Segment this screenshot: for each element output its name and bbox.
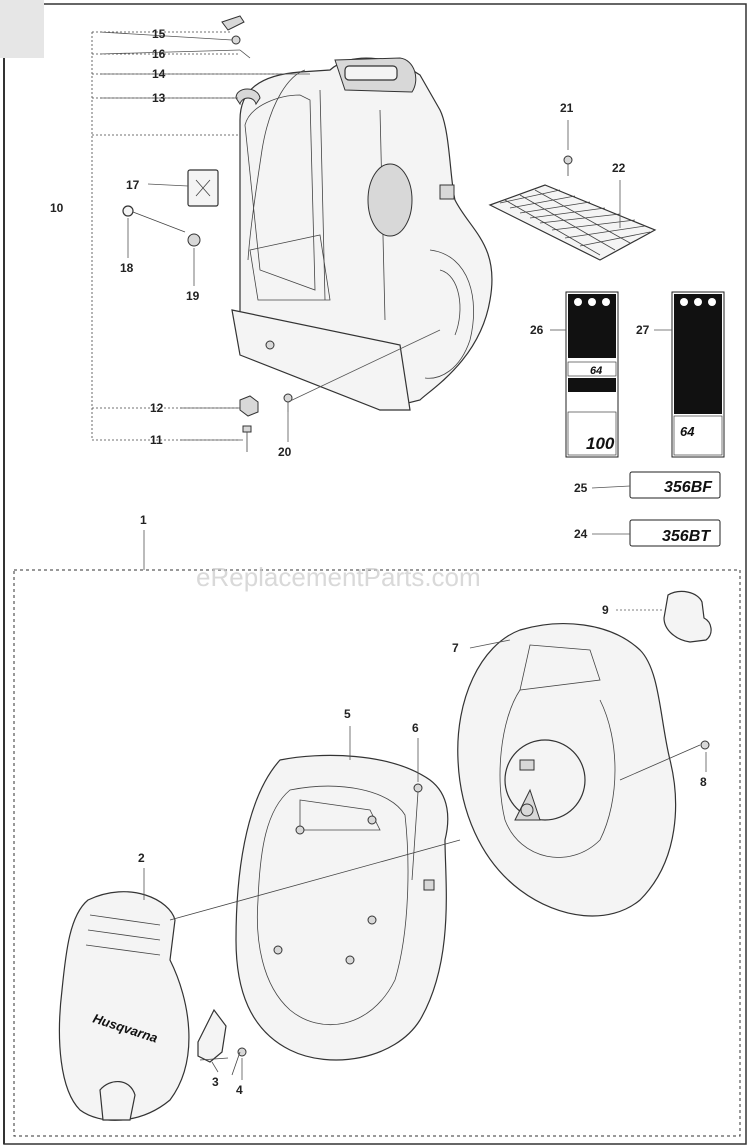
callout-7: 7: [452, 641, 459, 655]
callout-20: 20: [278, 445, 292, 459]
clamp-13: [235, 88, 261, 106]
plate-17-detail: [195, 179, 211, 197]
callout-9: 9: [602, 603, 609, 617]
callout-13: 13: [152, 91, 166, 105]
screw-21: [563, 155, 573, 176]
callout-3: 3: [212, 1075, 219, 1089]
decal-27: 64: [671, 291, 725, 458]
callout-24: 24: [574, 527, 588, 541]
callout-21: 21: [560, 101, 574, 115]
callout-12: 12: [150, 401, 164, 415]
fan-cover-2: Husqvarna: [58, 891, 190, 1121]
callout-17: 17: [126, 178, 140, 192]
nut-8: [700, 740, 710, 750]
nut-6: [413, 783, 423, 793]
decal-27-noise-level: 64: [680, 424, 695, 439]
callout-10: 10: [50, 201, 64, 215]
callout-16: 16: [152, 47, 166, 61]
callout-19: 19: [186, 289, 200, 303]
callout-26: 26: [530, 323, 544, 337]
callout-22: 22: [612, 161, 626, 175]
nut-12: [239, 395, 259, 417]
decal-25-model: 356BF: [664, 479, 713, 496]
fan-housing-7: [457, 623, 677, 917]
insulation-9: [663, 590, 712, 643]
hardware-15-16: [221, 15, 251, 59]
callout-27: 27: [636, 323, 650, 337]
callout-8: 8: [700, 775, 707, 789]
decal-26: 64 100: [565, 291, 619, 458]
callout-4: 4: [236, 1083, 243, 1097]
callout-2: 2: [138, 851, 145, 865]
callout-5: 5: [344, 707, 351, 721]
callout-14: 14: [152, 67, 166, 81]
volute-5: [235, 754, 449, 1061]
callout-6: 6: [412, 721, 419, 735]
frame-strap-14: [247, 69, 306, 261]
nut-4: [237, 1047, 247, 1057]
bolt-11: [242, 425, 252, 452]
grille-22: [488, 184, 657, 261]
assembly-1-group-box: [13, 569, 741, 1137]
decal-24: 356BT: [629, 519, 721, 547]
decal-26-noise-level: 64: [590, 365, 602, 377]
bracket-3: [197, 1008, 229, 1063]
callout-leaders: [99, 31, 707, 1080]
watermark: eReplacementParts.com: [196, 562, 481, 592]
nut-19: [187, 233, 201, 247]
callout-11: 11: [150, 433, 163, 447]
callout-25: 25: [574, 481, 588, 495]
decal-26-noise-power: 100: [586, 434, 615, 453]
decal-25: 356BF: [629, 471, 721, 499]
decal-24-model: 356BT: [662, 528, 711, 545]
callout-1: 1: [140, 513, 147, 527]
callout-18: 18: [120, 261, 134, 275]
backpack-frame: [231, 57, 493, 411]
callout-15: 15: [152, 27, 166, 41]
assembly-leaders: [169, 744, 701, 1076]
corner-texture: [0, 0, 44, 58]
screw-18: [122, 205, 186, 233]
screw-20: [283, 393, 293, 412]
